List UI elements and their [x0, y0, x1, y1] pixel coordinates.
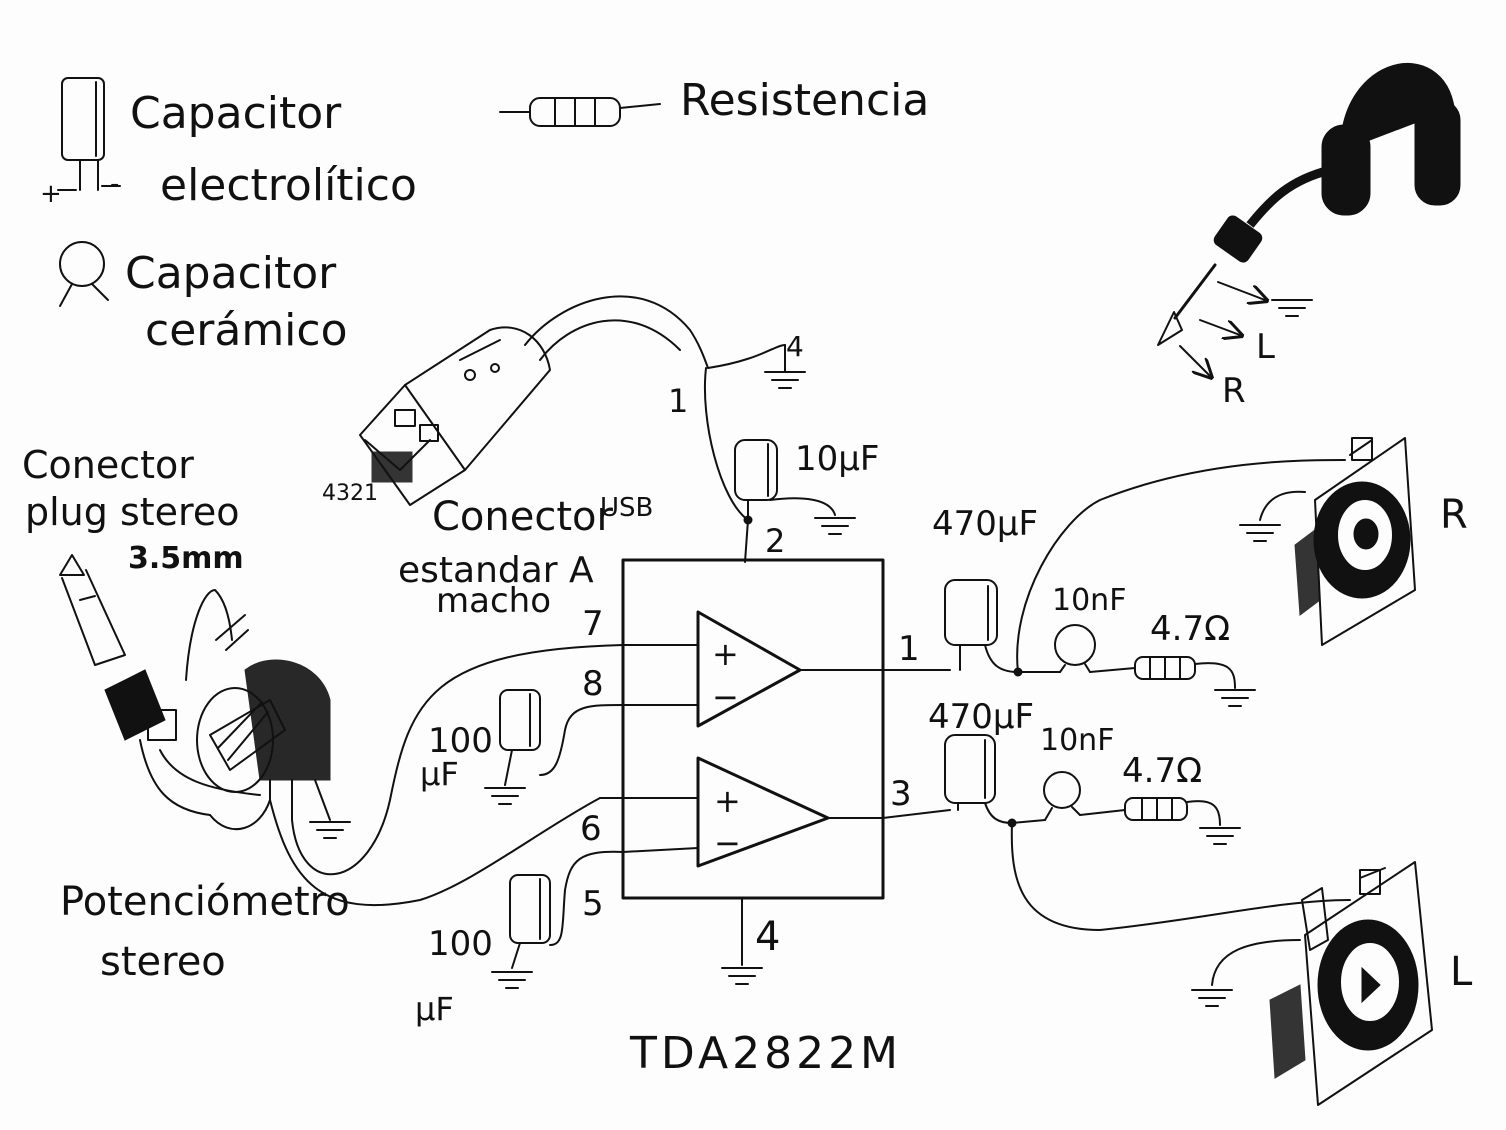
tda2822m-chip: [621, 558, 885, 900]
pot-label-1: Potenciómetro: [60, 879, 350, 925]
legend-electrolytic-label-1: Capacitor: [130, 88, 342, 139]
legend-ceramic-label-1: Capacitor: [125, 248, 337, 299]
opamp-2-minus: −: [714, 824, 741, 862]
usb-pin-order: 4321: [322, 481, 378, 506]
opamp-1-plus: +: [712, 635, 739, 673]
polarity-minus: -: [110, 169, 119, 199]
legend-resistor: Resistencia: [499, 75, 929, 127]
stereo-plug-icon: [59, 554, 261, 816]
pin-2: 2: [765, 522, 785, 560]
jack-label-2: plug stereo: [25, 490, 239, 534]
opamp-2-plus: +: [714, 782, 741, 820]
headphone-right-label: R: [1222, 371, 1246, 411]
jack-label-1: Conector: [22, 443, 194, 487]
legend-electrolytic: + - Capacitor electrolítico: [40, 77, 417, 211]
headphones-icon: [1157, 62, 1461, 376]
legend-ceramic-label-2: cerámico: [145, 305, 348, 356]
usb-pin-gnd: 4: [786, 330, 804, 363]
pin-1: 1: [898, 629, 920, 669]
output-left: [882, 734, 1351, 931]
usb-connector-icon: [359, 295, 709, 506]
pin-5: 5: [582, 884, 604, 924]
legend-electrolytic-label-2: electrolítico: [160, 160, 417, 211]
output-right: [882, 459, 1346, 707]
usb-wires: [703, 344, 806, 563]
zobel-cap-r-value: 10nF: [1052, 583, 1126, 618]
pin5-capacitor-unit: µF: [415, 990, 454, 1028]
supply-capacitor: [734, 439, 856, 535]
pin-8: 8: [582, 664, 604, 704]
speaker-right-label: R: [1440, 492, 1468, 538]
usb-label-1: Conector: [432, 494, 614, 540]
speaker-left-icon: [1191, 861, 1433, 1106]
zobel-cap-l-value: 10nF: [1040, 723, 1114, 758]
zobel-res-r-value: 4.7Ω: [1150, 609, 1230, 649]
input-wires: [209, 644, 624, 907]
output-cap-r-value: 470µF: [932, 504, 1038, 544]
usb-label-3: estandar A: [398, 550, 594, 591]
legend-ceramic: Capacitor cerámico: [59, 241, 348, 356]
pin-3: 3: [890, 774, 912, 814]
speaker-right-icon: [1239, 437, 1416, 646]
supply-capacitor-value: 10µF: [795, 439, 879, 479]
polarity-plus: +: [40, 179, 62, 209]
usb-label-2: USB: [600, 493, 653, 523]
electrolytic-capacitor-icon: [57, 77, 121, 191]
speaker-left-label: L: [1450, 949, 1473, 995]
pin8-capacitor-unit: µF: [420, 755, 459, 793]
legend-resistor-label: Resistencia: [680, 75, 929, 126]
pin5-capacitor: [491, 850, 624, 989]
chip-pin-wires: [599, 644, 884, 985]
pin-4: 4: [755, 914, 780, 960]
usb-pin-vcc: 1: [668, 382, 688, 420]
pin-7: 7: [582, 604, 604, 644]
output-cap-l-value: 470µF: [928, 697, 1034, 737]
pin8-capacitor-value: 100: [428, 721, 493, 761]
pot-label-2: stereo: [100, 939, 226, 985]
stereo-potentiometer-icon: [196, 659, 351, 839]
zobel-res-l-value: 4.7Ω: [1122, 751, 1202, 791]
headphone-left-label: L: [1256, 327, 1275, 367]
resistor-icon: [499, 97, 661, 127]
ceramic-capacitor-icon: [59, 241, 109, 307]
pin-6: 6: [580, 809, 602, 849]
pin8-capacitor: [484, 689, 624, 805]
opamp-1-minus: −: [712, 678, 739, 716]
usb-label-4: macho: [436, 581, 551, 621]
chip-name: TDA2822M: [629, 1028, 902, 1079]
jack-label-3: 3.5mm: [128, 541, 244, 576]
pin5-capacitor-value: 100: [428, 924, 493, 964]
